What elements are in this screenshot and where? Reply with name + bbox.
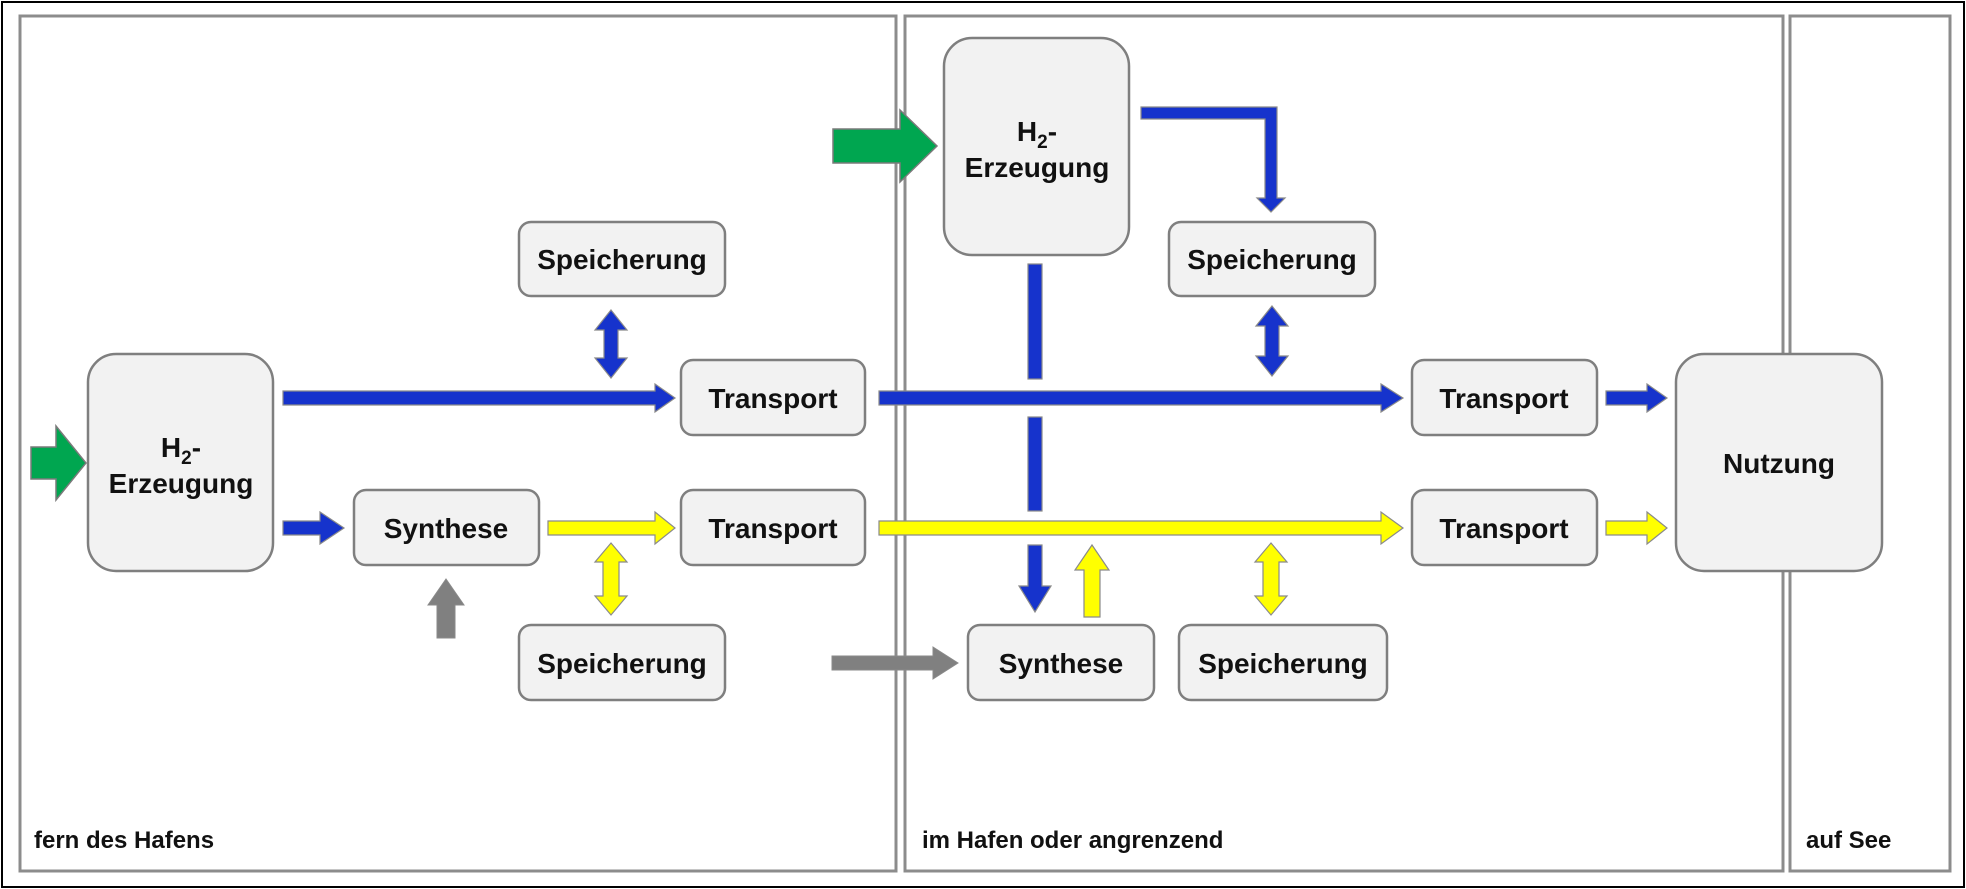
synthesis-box-far: Synthese	[352, 488, 541, 567]
h2-flow-arrow-to-synthesis	[282, 510, 346, 546]
svg-text:Speicherung: Speicherung	[537, 648, 707, 679]
zone-label-port: im Hafen oder angrenzend	[922, 827, 1223, 854]
h2-flow-elbow-arrow-to-storage	[1140, 106, 1287, 213]
h2-label-line2: Erzeugung	[109, 468, 254, 499]
h2-flow-arrow-to-usage	[1605, 382, 1669, 414]
h2-flow-arrow-to-port-transport	[878, 382, 1405, 414]
h2-label-subscript: 2	[181, 448, 192, 469]
transport-box-far-h2: Transport	[679, 358, 867, 437]
derivative-flow-arrow-up-from-synthesis	[1073, 543, 1111, 618]
svg-text:Speicherung: Speicherung	[1187, 244, 1357, 275]
transport-box-port-derivative: Transport	[1410, 488, 1599, 567]
svg-text:Transport: Transport	[708, 383, 837, 414]
h2-label-main: H	[1017, 116, 1037, 147]
derivative-flow-arrow-to-transport	[547, 510, 676, 546]
energy-input-arrow-port	[832, 108, 939, 184]
storage-box-port-bottom: Speicherung	[1177, 623, 1389, 702]
svg-text:Transport: Transport	[708, 513, 837, 544]
derivative-storage-double-arrow-port	[1253, 542, 1289, 616]
feedstock-input-arrow-left	[427, 578, 465, 639]
zone-far-from-port	[18, 14, 898, 873]
storage-box-far-bottom: Speicherung	[517, 623, 727, 702]
h2-production-box-port: H2- Erzeugung	[942, 36, 1131, 257]
zone-label-far: fern des Hafens	[34, 827, 214, 854]
h2-flow-arrow-to-transport	[282, 382, 677, 414]
svg-text:H2-: H2-	[1017, 116, 1057, 153]
h2-label-main: H	[161, 432, 181, 463]
derivative-flow-arrow-to-port-transport	[878, 510, 1405, 546]
h2-label-subscript: 2	[1037, 132, 1048, 153]
svg-text:Synthese: Synthese	[384, 513, 509, 544]
transport-box-far-derivative: Transport	[679, 488, 867, 567]
derivative-storage-double-arrow-left	[593, 542, 629, 616]
h2-label-suffix: -	[192, 432, 201, 463]
usage-box: Nutzung	[1674, 352, 1884, 573]
feedstock-input-arrow-port	[831, 646, 959, 680]
svg-text:Synthese: Synthese	[999, 648, 1124, 679]
zone-label-sea: auf See	[1806, 827, 1891, 854]
h2-storage-double-arrow-port	[1254, 305, 1290, 377]
svg-text:Nutzung: Nutzung	[1723, 448, 1835, 479]
energy-input-arrow-left	[30, 423, 87, 503]
svg-text:Speicherung: Speicherung	[1198, 648, 1368, 679]
svg-text:Speicherung: Speicherung	[537, 244, 707, 275]
transport-box-port-h2: Transport	[1410, 358, 1599, 437]
h2-storage-double-arrow-left	[593, 309, 629, 379]
storage-box-far-top: Speicherung	[517, 220, 727, 298]
h2-flow-vertical-segment-mid	[1027, 416, 1043, 512]
h2-production-box-far: H2- Erzeugung	[86, 352, 275, 573]
h2-flow-vertical-segment-top	[1027, 263, 1043, 380]
svg-text:H2-: H2-	[161, 432, 201, 469]
svg-text:Transport: Transport	[1439, 383, 1568, 414]
derivative-flow-arrow-to-usage	[1605, 510, 1668, 546]
svg-text:Transport: Transport	[1439, 513, 1568, 544]
storage-box-port-top: Speicherung	[1167, 220, 1377, 298]
h2-label-line2: Erzeugung	[965, 152, 1110, 183]
h2-label-suffix: -	[1048, 116, 1057, 147]
synthesis-box-port: Synthese	[966, 623, 1156, 702]
h2-flow-arrow-to-port-synthesis	[1017, 544, 1053, 614]
